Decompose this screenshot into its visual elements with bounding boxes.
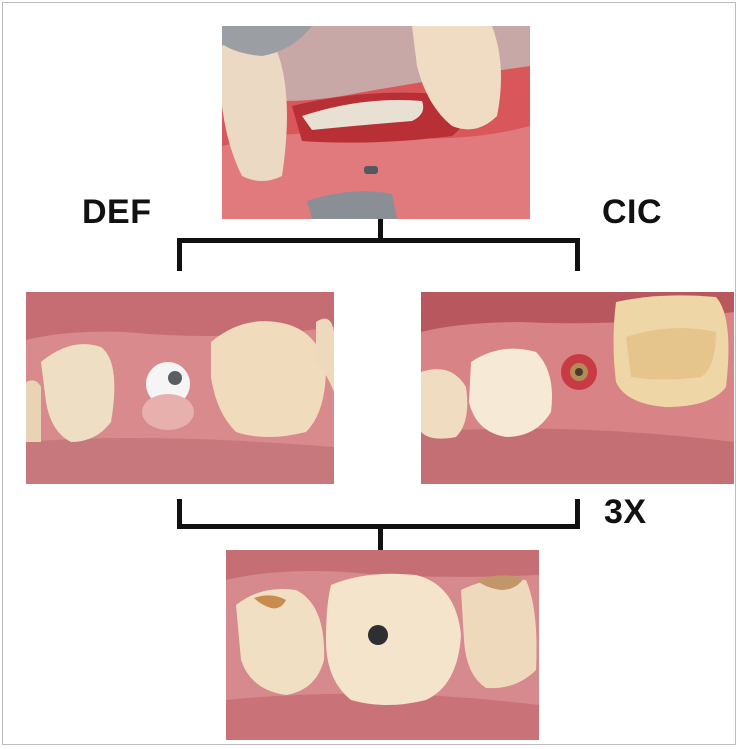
connector-bottom-stem xyxy=(378,524,383,550)
label-def: DEF xyxy=(82,195,152,229)
label-3x: 3X xyxy=(604,495,647,529)
label-cic: CIC xyxy=(602,195,662,229)
connector-top-right-drop xyxy=(575,238,580,271)
final-crown-photo xyxy=(226,550,539,740)
connector-top-bar xyxy=(177,238,580,243)
def-healing-abutment-photo xyxy=(26,292,334,484)
connector-top-left-drop xyxy=(177,238,182,271)
cic-implant-photo xyxy=(421,292,734,484)
surgical-site-photo xyxy=(222,26,530,219)
